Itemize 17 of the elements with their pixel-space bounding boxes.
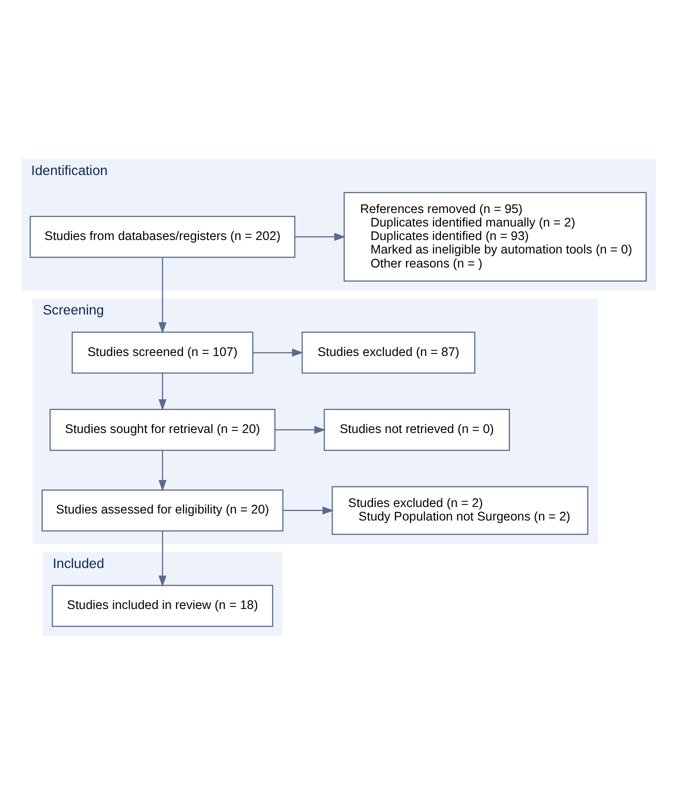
arrow bbox=[158, 257, 166, 334]
arrow bbox=[275, 425, 326, 434]
arrow bbox=[283, 506, 334, 514]
arrow bbox=[295, 232, 346, 240]
node-box: Studies assessed for eligibility (n = 20) bbox=[42, 488, 284, 531]
arrow bbox=[158, 530, 166, 587]
node-box: Studies sought for retrieval (n = 20) bbox=[50, 408, 276, 450]
arrow bbox=[158, 372, 166, 410]
arrow bbox=[252, 348, 304, 356]
node-box: Studies from databases/registers (n = 202) bbox=[30, 215, 296, 258]
node-box: Studies included in review (n = 18) bbox=[52, 584, 274, 626]
node-box: Studies not retrieved (n = 0) bbox=[324, 408, 510, 450]
arrow bbox=[158, 450, 166, 491]
node-box: Studies screened (n = 107) bbox=[72, 331, 254, 374]
node-box: References removed (n = 95) Duplicates identified manually (n = 2) Duplicates identified (n = 93) Marked as ineligible by automation tools (n = 0) Other reasons (n = ) bbox=[344, 191, 647, 282]
node-box: Studies excluded (n = 2) Study Population not Surgeons (n = 2) bbox=[332, 486, 588, 534]
node-box: Studies excluded (n = 87) bbox=[302, 331, 476, 374]
